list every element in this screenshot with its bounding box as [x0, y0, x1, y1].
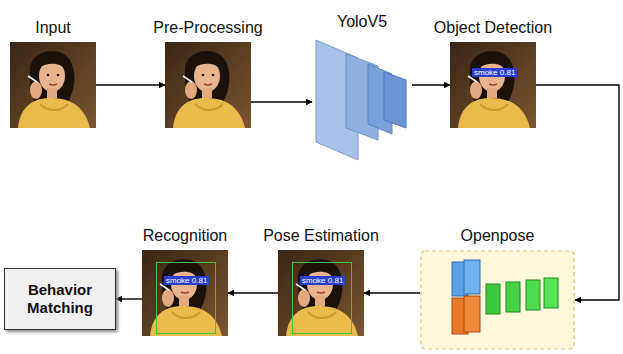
flow-arrow	[412, 84, 450, 85]
stage-title: YoloV5	[337, 13, 387, 31]
flow-arrow	[228, 292, 278, 293]
stage-title: Recognition	[143, 227, 228, 245]
stage-image: Openpose	[420, 250, 575, 350]
stage-title: Input	[35, 19, 71, 37]
stage-image: Input	[10, 42, 96, 128]
stage-title: Object Detection	[434, 19, 552, 37]
flow-arrow	[96, 84, 165, 85]
stage-title: Openpose	[461, 227, 535, 245]
flow-arrow	[116, 298, 142, 299]
flow-arrow	[364, 292, 420, 293]
detection-label: smoke 0.81	[300, 276, 345, 285]
pose-box	[156, 262, 216, 334]
stage-image: Pre-Processing	[165, 42, 251, 128]
box-label: Behavior Matching	[5, 281, 115, 317]
pose-box	[292, 262, 352, 334]
photo-illustration	[450, 42, 536, 128]
stage-title: Pre-Processing	[153, 19, 262, 37]
stage-image: Pose Estimationsmoke 0.81	[278, 250, 364, 336]
stage-title: Pose Estimation	[263, 227, 379, 245]
flow-arrow	[251, 101, 312, 102]
stage-image: Recognitionsmoke 0.81	[142, 250, 228, 336]
photo-illustration	[10, 42, 96, 128]
detection-label: smoke 0.81	[164, 276, 209, 285]
process-box: Behavior Matching	[4, 268, 116, 330]
network-blocks	[420, 250, 575, 350]
photo-illustration	[165, 42, 251, 128]
detection-label: smoke 0.81	[472, 68, 517, 77]
stage-image: YoloV5	[312, 36, 412, 168]
stage-image: Object Detectionsmoke 0.81	[450, 42, 536, 128]
network-layers	[312, 36, 412, 168]
